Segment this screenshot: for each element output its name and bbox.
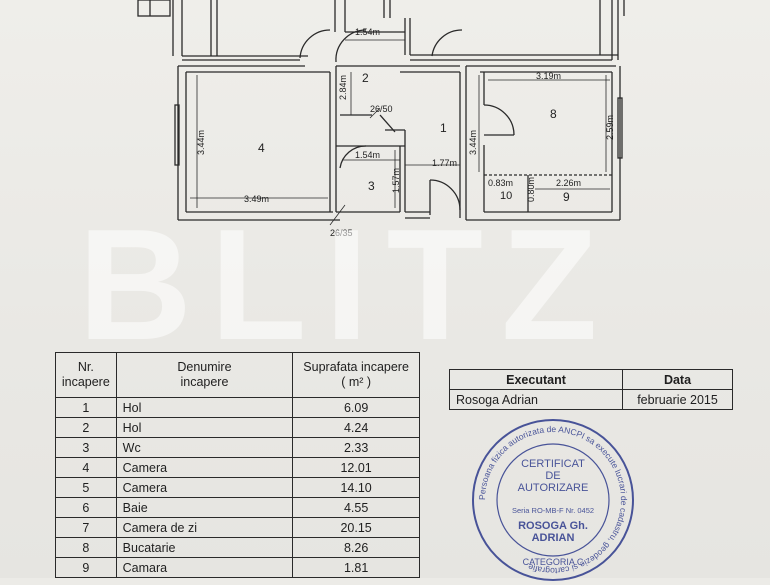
room-nr: 3 — [55, 437, 117, 458]
window — [174, 104, 180, 166]
stamp-line3: AUTORIZARE — [518, 482, 589, 494]
header-name-text: Denumire incapere — [177, 360, 232, 389]
room-2-label: 2 — [362, 71, 369, 85]
room-3-label: 3 — [368, 179, 375, 193]
room-name: Camera de zi — [115, 517, 294, 538]
dim-319: 3.19m — [536, 71, 561, 81]
floor-plan: 1.54m 2.84m 2 26/50 3.44m 4 3.49m 1.54m … — [137, 0, 625, 238]
door-arc — [431, 29, 463, 57]
room-nr: 2 — [55, 417, 117, 438]
room-name: Wc — [115, 437, 294, 458]
leader-line — [369, 107, 381, 119]
dim-083: 0.83m — [488, 178, 513, 188]
executant-value: Rosoga Adrian — [449, 389, 623, 410]
dim-080: 0.80m — [526, 177, 536, 202]
rooms-table: Nr. incapere Denumire incapere Suprafata… — [55, 352, 420, 578]
header-area: Suprafata incapere ( m² ) — [292, 352, 420, 398]
stamp-inner-ring — [496, 443, 610, 557]
dim-344-left: 3.44m — [196, 130, 206, 155]
dim-226: 2.26m — [556, 178, 581, 188]
room-nr: 4 — [55, 457, 117, 478]
stamp-serie: Seria RO-MB-F Nr. 0452 — [512, 506, 594, 515]
door-arc — [429, 179, 461, 211]
door-arc — [335, 29, 367, 63]
room-area: 4.24 — [292, 417, 420, 438]
door-leaf — [379, 114, 396, 133]
dim-154-top: 1.54m — [355, 27, 380, 37]
header-nr-text: Nr. incapere — [61, 360, 110, 389]
room-10-label: 10 — [500, 190, 512, 202]
door-arc — [483, 104, 515, 136]
room-nr: 7 — [55, 517, 117, 538]
window — [617, 97, 623, 159]
stamp-category: CATEGORIA C — [523, 557, 584, 567]
stamp-name1: ROSOGA Gh. — [518, 520, 588, 532]
room-area: 12.01 — [292, 457, 420, 478]
dim-284: 2.84m — [338, 75, 348, 100]
room-name: Bucatarie — [115, 537, 294, 558]
room-name: Camara — [115, 557, 294, 578]
room-name: Camera — [115, 457, 294, 478]
stamp-name2: ADRIAN — [532, 532, 575, 544]
door-arc — [339, 145, 367, 169]
stamp-line1: CERTIFICAT — [521, 458, 585, 470]
room-name: Baie — [115, 497, 294, 518]
dim-177: 1.77m — [432, 158, 457, 168]
room-4-label: 4 — [258, 141, 265, 155]
plan-wall — [137, 0, 171, 17]
room-area: 20.15 — [292, 517, 420, 538]
room-1-label: 1 — [440, 121, 447, 135]
rooms-table-header-row: Nr. incapere Denumire incapere Suprafata… — [55, 352, 420, 398]
room-9-label: 9 — [563, 190, 570, 204]
dim-344-mid: 3.44m — [468, 130, 478, 155]
room-area: 6.09 — [292, 397, 420, 418]
room-name: Hol — [115, 417, 294, 438]
room-area: 14.10 — [292, 477, 420, 498]
room-name: Camera — [115, 477, 294, 498]
dim-349: 3.49m — [244, 194, 269, 204]
executant-header-row: Executant Data — [449, 369, 733, 390]
room-name: Hol — [115, 397, 294, 418]
header-name: Denumire incapere — [115, 352, 294, 398]
stair-2635: 26/35 — [330, 228, 353, 238]
executant-value-row: Rosoga Adrian februarie 2015 — [449, 389, 733, 410]
room-nr: 5 — [55, 477, 117, 498]
stamp-ring-text: Persoana fizica autorizata de ANCPI sa e… — [477, 424, 629, 576]
room-area: 2.33 — [292, 437, 420, 458]
date-value: februarie 2015 — [622, 389, 733, 410]
dim-157: 1.57m — [391, 168, 401, 193]
executant-table: Executant Data Rosoga Adrian februarie 2… — [449, 369, 733, 410]
dim-259: 2.59m — [605, 115, 615, 140]
leader-line — [329, 204, 346, 226]
room-area: 4.55 — [292, 497, 420, 518]
room-area: 1.81 — [292, 557, 420, 578]
dim-154-mid: 1.54m — [355, 150, 380, 160]
stair-2650: 26/50 — [370, 104, 393, 114]
authorization-stamp: Persoana fizica autorizata de ANCPI sa e… — [472, 419, 634, 581]
room-area: 8.26 — [292, 537, 420, 558]
executant-header: Executant — [449, 369, 623, 390]
door-arc — [299, 29, 331, 59]
room-8-label: 8 — [550, 107, 557, 121]
room-nr: 6 — [55, 497, 117, 518]
stamp-line2: DE — [545, 470, 560, 482]
header-nr: Nr. incapere — [55, 352, 117, 398]
header-area-text: Suprafata incapere ( m² ) — [303, 360, 409, 389]
room-nr: 9 — [55, 557, 117, 578]
room-nr: 8 — [55, 537, 117, 558]
room-nr: 1 — [55, 397, 117, 418]
date-header: Data — [622, 369, 733, 390]
